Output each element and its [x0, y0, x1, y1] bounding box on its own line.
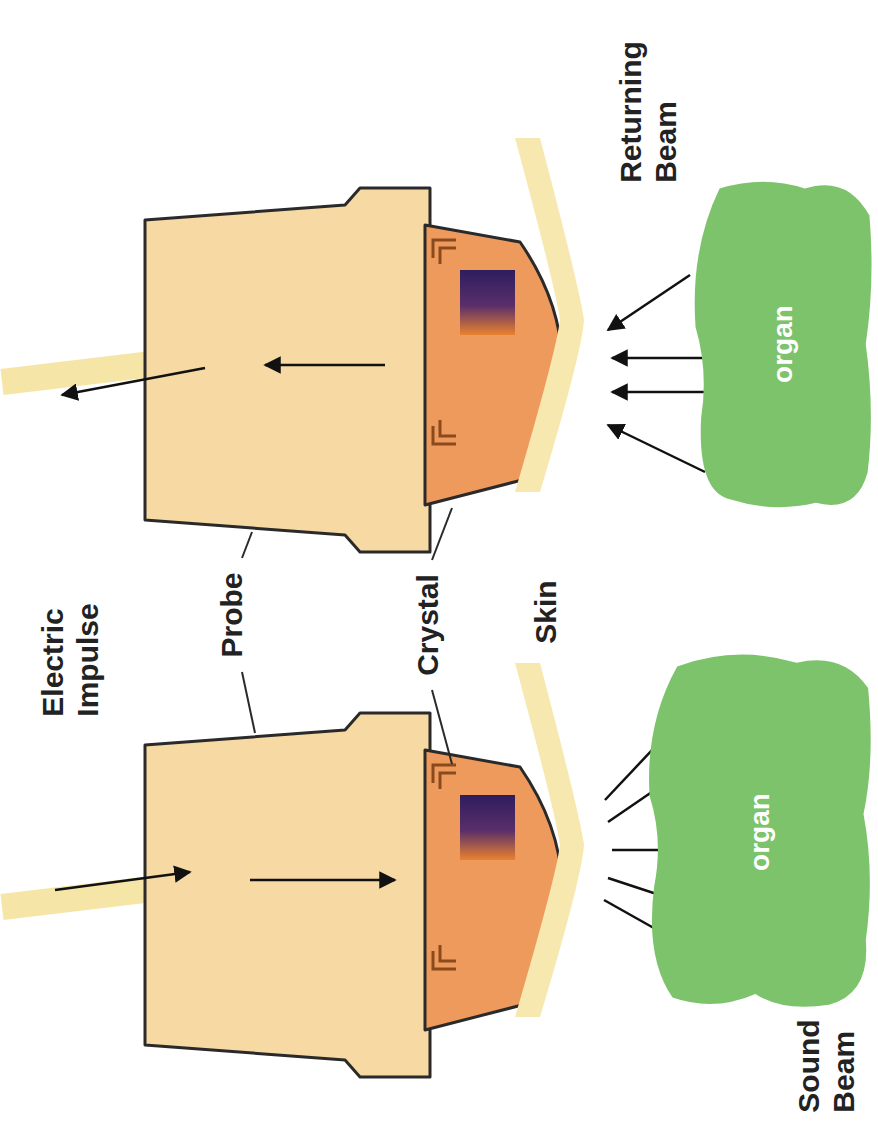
organ-shape: organ [690, 175, 875, 513]
part-label: Crystal [411, 574, 446, 676]
organ-fill [649, 655, 871, 1007]
label-holder: Sound Beam [792, 1019, 861, 1112]
label-holder: Skin [529, 580, 564, 643]
label-holder: Returning Beam [614, 41, 683, 183]
organ-label-holder: organ [744, 793, 776, 871]
organ-shape: organ [645, 652, 875, 1012]
part-label: Sound Beam [792, 1019, 861, 1112]
part-label: Electric Impulse [36, 603, 105, 716]
part-label: Probe [215, 572, 250, 657]
label-holder: Crystal [411, 574, 446, 676]
label-holder: Probe [215, 572, 250, 657]
organ-label-holder: organ [767, 305, 799, 383]
part-label: Skin [529, 580, 564, 643]
label-holder: Electric Impulse [36, 603, 105, 716]
part-label: Returning Beam [614, 41, 683, 183]
organ-label: organ [767, 305, 799, 383]
organ-label: organ [744, 793, 776, 871]
organ-fill [695, 182, 872, 507]
